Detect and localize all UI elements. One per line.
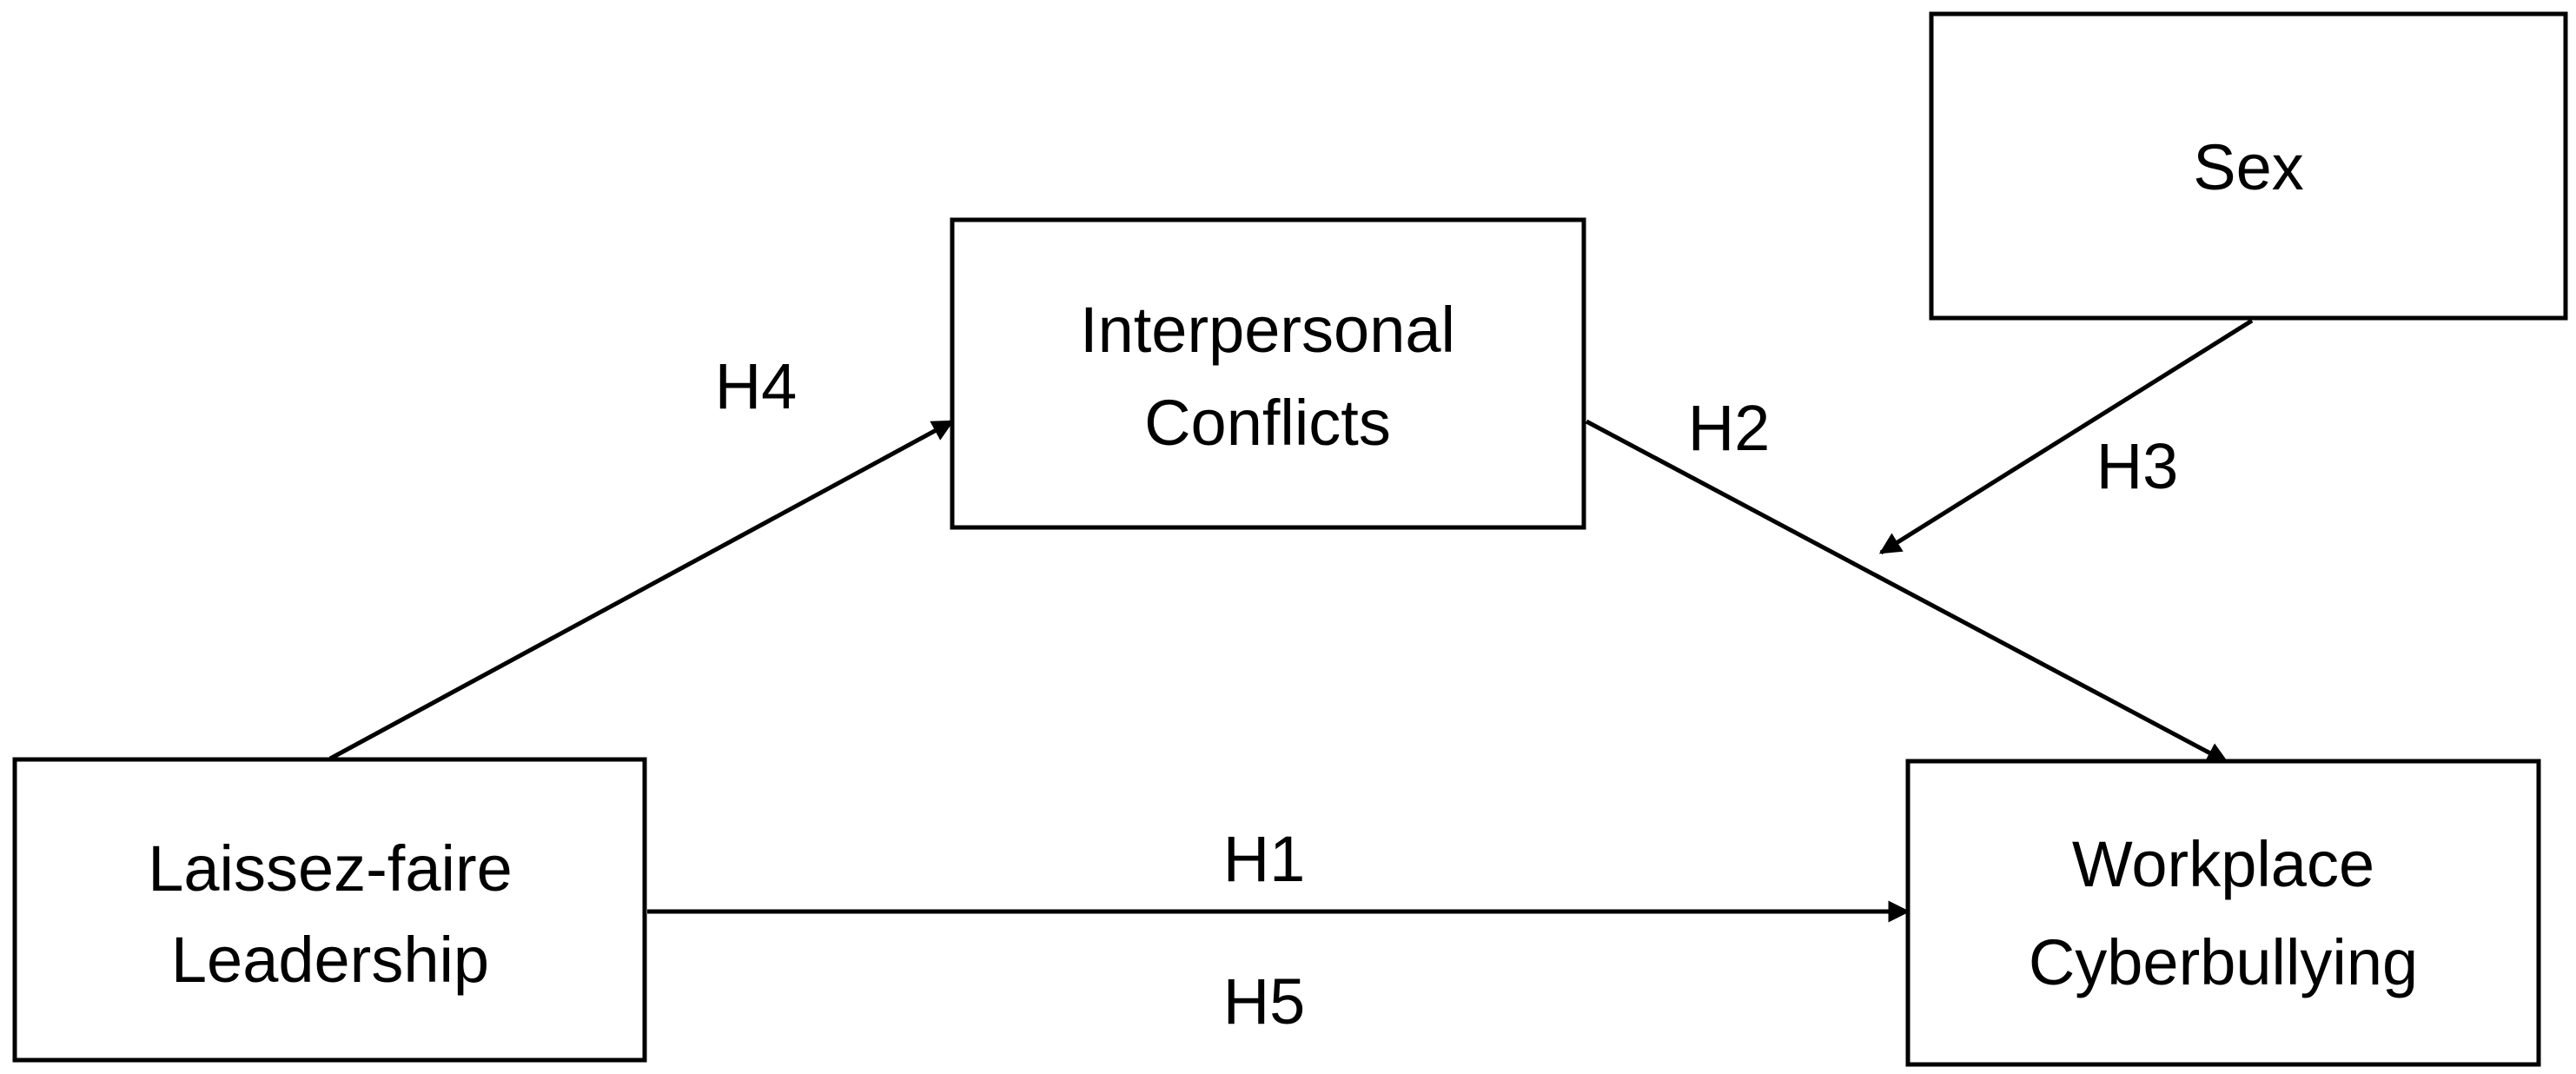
node-cyberbullying-line-1: Workplace — [2072, 828, 2374, 900]
node-leadership-line-1: Laissez-faire — [148, 832, 513, 905]
arrow-leadership-to-conflicts — [328, 419, 955, 761]
edge-label-h1: H1 — [1223, 823, 1306, 895]
node-interpersonal-conflicts: Interpersonal Conflicts — [950, 217, 1586, 530]
edge-label-h5: H5 — [1223, 965, 1306, 1038]
edge-label-h3: H3 — [2096, 430, 2179, 502]
arrow-sex-moderation — [1878, 318, 2254, 555]
edge-label-h4: H4 — [715, 350, 798, 422]
arrow-conflicts-to-cyberbullying — [1585, 419, 2229, 765]
node-workplace-cyberbullying: Workplace Cyberbullying — [1905, 759, 2541, 1067]
node-laissez-faire-leadership: Laissez-faire Leadership — [12, 757, 647, 1063]
node-cyberbullying-line-2: Cyberbullying — [2029, 926, 2418, 998]
node-conflicts-line-1: Interpersonal — [1080, 294, 1455, 366]
node-conflicts-line-2: Conflicts — [1144, 387, 1391, 459]
node-sex-line-1: Sex — [2193, 131, 2304, 203]
node-sex: Sex — [1929, 11, 2568, 321]
edge-label-h2: H2 — [1688, 392, 1771, 464]
node-leadership-line-2: Leadership — [171, 924, 489, 996]
